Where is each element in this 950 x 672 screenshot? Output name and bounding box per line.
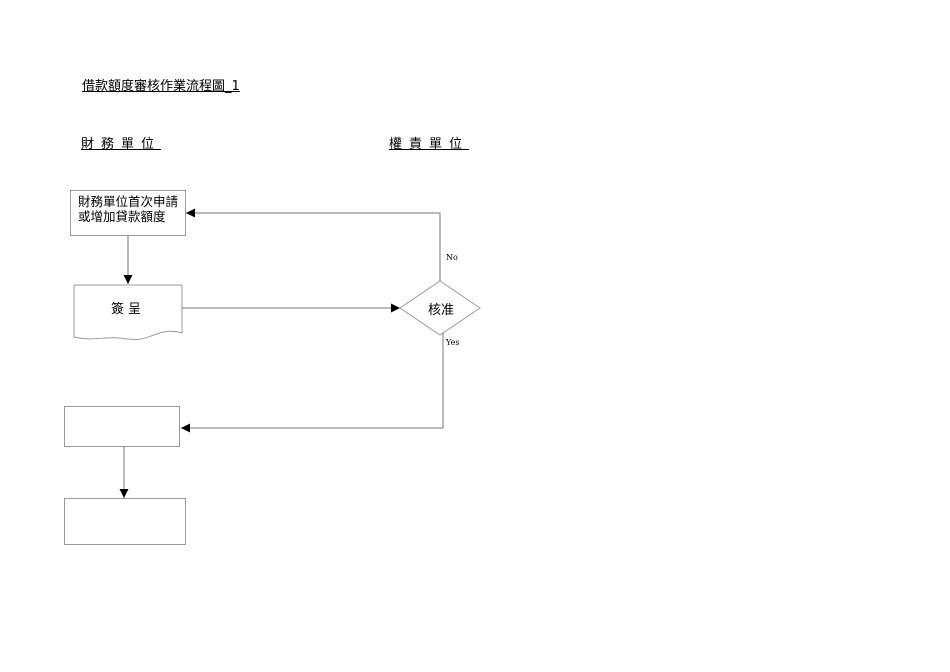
lane-header-authority: 權責單位 <box>389 137 470 152</box>
lane-header-finance: 財務單位 <box>81 137 162 152</box>
node-next-step <box>64 406 180 447</box>
node-approve-shape <box>399 280 481 336</box>
node-apply-line1: 財務單位首次申請 <box>78 194 179 209</box>
node-final-step <box>64 498 186 545</box>
node-submit-label: 簽呈 <box>110 302 145 317</box>
edge-no-label: No <box>446 253 458 262</box>
edge-approve-no <box>186 208 441 281</box>
page-title: 借款額度審核作業流程圖_1 <box>82 79 240 94</box>
node-approve-label: 核准 <box>427 303 454 318</box>
node-apply: 財務單位首次申請 或增加貸款額度 <box>70 190 186 236</box>
edge-approve-yes <box>181 333 444 433</box>
edge-yes-label: Yes <box>446 338 460 347</box>
node-apply-line2: 或增加貸款額度 <box>78 209 166 224</box>
node-submit-shape <box>73 284 183 341</box>
